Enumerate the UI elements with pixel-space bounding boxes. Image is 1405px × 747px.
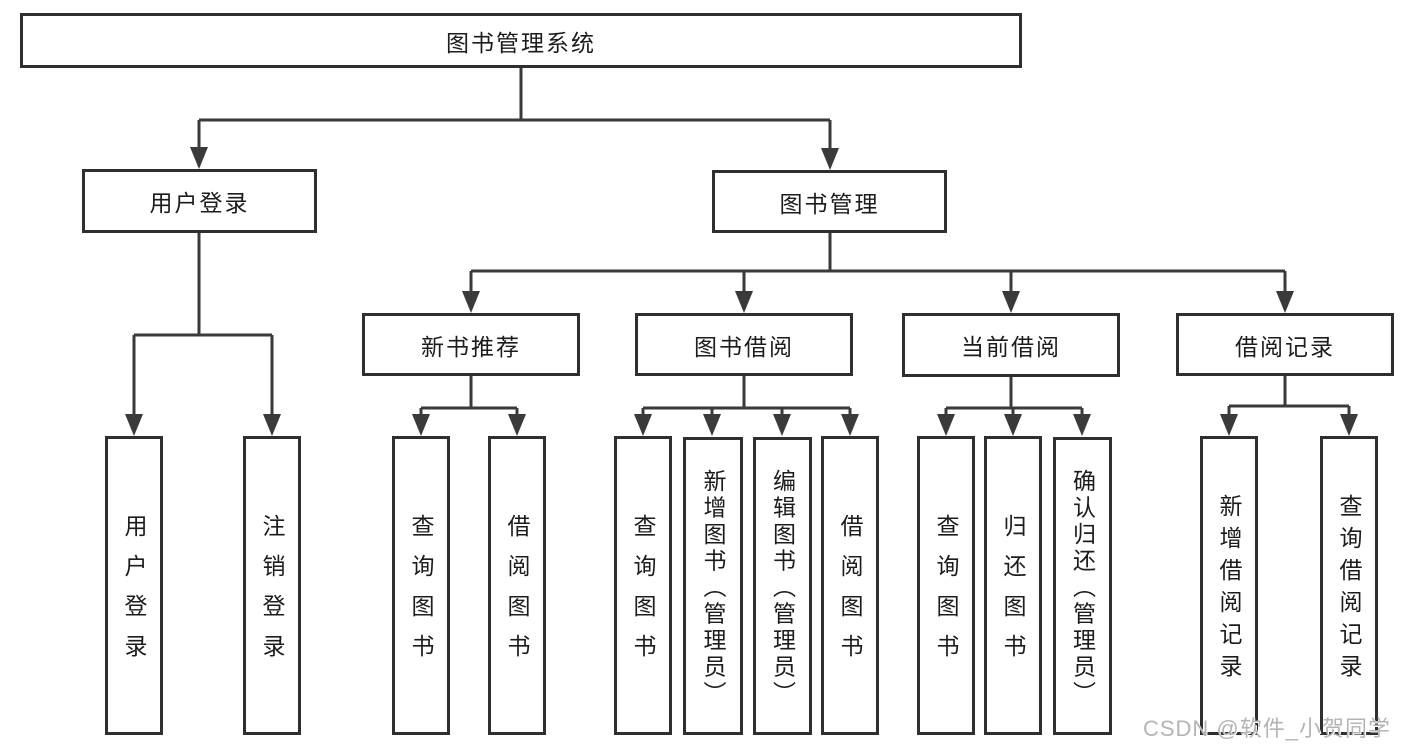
leaf-edit-book-admin: 编辑图书（管理员） — [753, 437, 812, 735]
leaf-borrow-books-recommend: 借阅图书 — [488, 436, 546, 735]
leaf-borrow-books-borrowing-label: 借阅图书 — [837, 514, 863, 674]
leaf-borrow-books-borrowing: 借阅图书 — [821, 436, 879, 735]
arrowheads — [125, 147, 1358, 436]
leaf-query-books-recommend-label: 查询图书 — [408, 514, 434, 674]
connector-new-book-to-leaves — [419, 376, 519, 432]
node-book-management: 图书管理 — [712, 170, 947, 233]
node-borrowing-records: 借阅记录 — [1176, 313, 1394, 376]
leaf-query-borrow-record-label: 查询借阅记录 — [1336, 494, 1362, 686]
csdn-watermark: CSDN @软件_小贺同学 — [1142, 716, 1391, 741]
leaf-query-books-recommend: 查询图书 — [392, 436, 450, 735]
leaf-add-book-admin-label: 新增图书（管理员） — [700, 468, 726, 708]
leaf-query-borrow-record: 查询借阅记录 — [1320, 436, 1378, 735]
connector-user-login-to-leaves — [132, 233, 274, 432]
leaf-add-book-admin: 新增图书（管理员） — [683, 437, 743, 735]
leaf-add-borrow-record-label: 新增借阅记录 — [1216, 494, 1242, 686]
leaf-query-books-current-label: 查询图书 — [933, 514, 959, 674]
leaf-query-books-current: 查询图书 — [917, 436, 975, 735]
leaf-confirm-return-admin: 确认归还（管理员） — [1053, 437, 1112, 735]
node-root: 图书管理系统 — [20, 13, 1022, 68]
leaf-edit-book-admin-label: 编辑图书（管理员） — [769, 468, 796, 708]
connector-borrow-record-to-leaves — [1227, 376, 1351, 432]
node-new-book-recommend: 新书推荐 — [362, 313, 580, 376]
node-user-login-label: 用户登录 — [149, 190, 250, 216]
leaf-confirm-return-admin-label: 确认归还（管理员） — [1069, 468, 1096, 708]
leaf-user-login-label: 用户登录 — [121, 514, 147, 674]
leaf-return-books-label: 归还图书 — [1000, 514, 1026, 674]
leaf-user-login: 用户登录 — [105, 436, 163, 735]
node-root-label: 图书管理系统 — [446, 29, 596, 56]
node-book-management-label: 图书管理 — [779, 190, 880, 217]
node-new-book-recommend-label: 新书推荐 — [421, 333, 521, 360]
connector-book-mgmt-to-level3 — [469, 233, 1287, 309]
connector-book-borrow-to-leaves — [641, 376, 852, 432]
leaf-logout: 注销登录 — [243, 436, 301, 735]
leaf-return-books: 归还图书 — [984, 436, 1042, 735]
leaf-query-books-borrowing-label: 查询图书 — [630, 514, 656, 674]
node-book-borrowing: 图书借阅 — [635, 313, 853, 376]
node-user-login: 用户登录 — [82, 169, 317, 233]
leaf-logout-label: 注销登录 — [259, 514, 285, 674]
leaf-add-borrow-record: 新增借阅记录 — [1200, 436, 1258, 735]
node-current-borrowing: 当前借阅 — [902, 313, 1120, 377]
node-borrowing-records-label: 借阅记录 — [1235, 333, 1335, 360]
leaf-borrow-books-recommend-label: 借阅图书 — [504, 514, 530, 674]
connector-root-to-level2 — [197, 68, 832, 167]
leaf-query-books-borrowing: 查询图书 — [614, 436, 672, 735]
node-book-borrowing-label: 图书借阅 — [694, 333, 794, 360]
node-current-borrowing-label: 当前借阅 — [961, 334, 1061, 360]
